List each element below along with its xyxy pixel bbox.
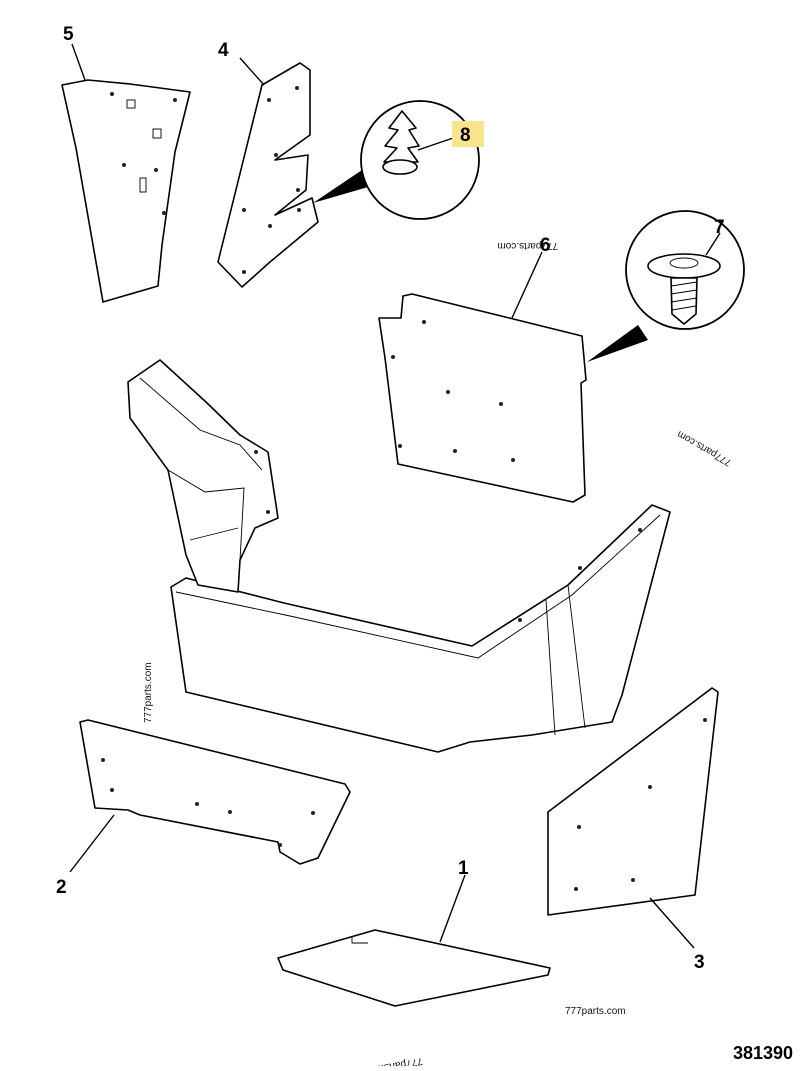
drawing-number: 381390: [733, 1043, 793, 1063]
watermark-1: 777parts.com: [497, 240, 558, 251]
callout-3: 3: [694, 952, 705, 973]
part-2-front-panel: [79, 719, 351, 865]
callout-8-highlight: [452, 121, 484, 147]
leader-2: [69, 814, 115, 873]
callout-1: 1: [458, 858, 469, 879]
watermark-3: 777parts.com: [143, 662, 154, 723]
part-1-floor-mat: [277, 929, 551, 1007]
callout-7: 7: [714, 217, 725, 238]
leader-5: [71, 43, 86, 81]
leader-6: [511, 251, 543, 319]
watermark-5: 777parts.com: [362, 1055, 424, 1066]
body-tub-outline: [127, 359, 671, 753]
leader-1: [439, 874, 466, 943]
part-6-rear-panel: [378, 293, 587, 503]
callout-8: 8: [460, 125, 471, 146]
leader-4: [239, 57, 265, 86]
detail-8-push-clip: [313, 100, 480, 220]
leader-3: [649, 897, 695, 949]
part-3-right-panel: [547, 687, 719, 916]
callout-5: 5: [63, 24, 74, 45]
callout-2: 2: [56, 877, 67, 898]
watermark-4: 777parts.com: [565, 1006, 626, 1017]
callout-6: 6: [540, 235, 551, 256]
watermark-2: 777parts.com: [676, 428, 734, 468]
part-4-bracket-panel: [217, 62, 319, 288]
detail-7-screw-fastener: [587, 210, 745, 362]
callout-4: 4: [218, 40, 229, 61]
part-5-side-panel: [61, 79, 191, 303]
